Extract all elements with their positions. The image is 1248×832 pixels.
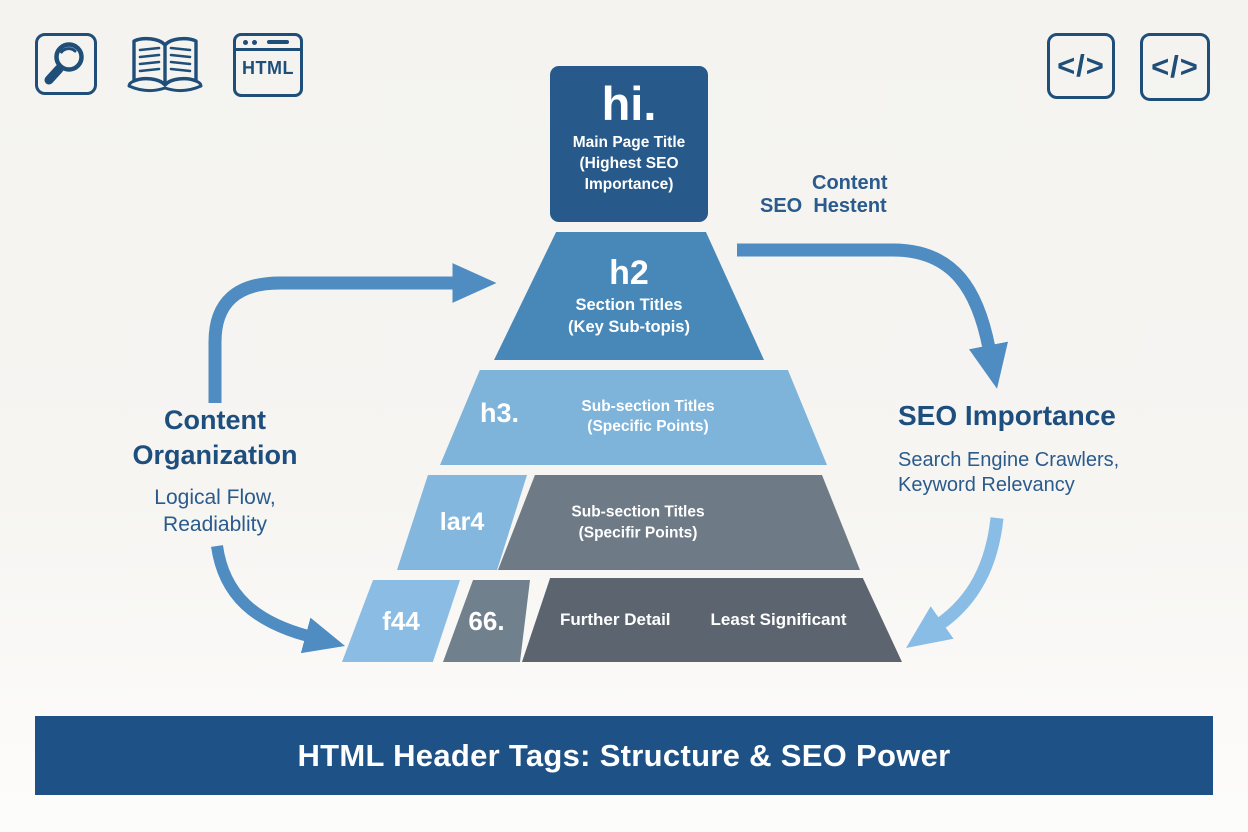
h4-description: Sub-section Titles (Specifir Points) [518, 501, 758, 544]
arrow-right-to-base [906, 517, 1004, 648]
annotation-title: SEO Importance [898, 400, 1116, 431]
pyramid-level-h5-tag-block-2: 66. [443, 580, 530, 662]
banner-title: HTML Header Tags: Structure & SEO Power [297, 737, 951, 773]
html-browser-icon: HTML [233, 33, 303, 97]
pyramid-level-h5-tag-block-1: f44 [342, 580, 460, 662]
annotation-line: Content [812, 172, 888, 194]
annotation-title: Content Organization [70, 403, 360, 472]
content-organization-annotation: Content Organization Logical Flow, Readi… [70, 403, 360, 539]
annotation-subtitle-line: Readiablity [163, 513, 267, 537]
pyramid-level-h1: hi. Main Page Title (Highest SEO Importa… [550, 66, 708, 222]
pyramid-level-h5-body: Further Detail Least Significant [522, 578, 902, 662]
code-icon: </> [1047, 33, 1115, 99]
h1-description-line: Main Page Title [572, 134, 686, 151]
seo-importance-annotation: SEO Importance Search Engine Crawlers, K… [898, 400, 1168, 498]
h1-description: Main Page Title (Highest SEO Importance) [573, 133, 686, 196]
book-icon [126, 33, 204, 97]
h4-description-line: Sub-section Titles [571, 502, 705, 520]
annotation-subtitle-line: Search Engine Crawlers, [898, 449, 1120, 471]
arrow-left-up [208, 263, 497, 403]
pyramid-level-h4-body: Sub-section Titles (Specifir Points) [498, 475, 860, 570]
code-glyph-label: </> [1057, 48, 1105, 83]
annotation-subtitle-line: Logical Flow, [154, 486, 276, 510]
html-label: HTML [242, 58, 294, 78]
h1-tag: hi. [601, 77, 657, 130]
h2-description-line: Section Titles [575, 296, 683, 315]
h2-description: Section Titles (Key Sub-topis) [568, 295, 690, 338]
browser-dot [252, 39, 257, 45]
h5-tag-2: 66. [468, 605, 505, 636]
content-seo-annotation: Content SEO Hestent [760, 172, 888, 218]
magnifier-glyph [44, 42, 84, 85]
h3-description-line: Sub-section Titles [581, 397, 715, 415]
arrow-right-down-from-h2 [737, 243, 1009, 389]
open-book-glyph [127, 36, 203, 93]
browser-titlebar [236, 36, 300, 51]
pyramid-level-h3: h3. Sub-section Titles (Specific Points) [440, 370, 827, 465]
browser-dot [243, 39, 248, 45]
arrow-left-down [211, 545, 346, 654]
annotation-subtitle: Search Engine Crawlers, Keyword Relevanc… [898, 448, 1168, 498]
h3-tag: h3. [480, 398, 520, 428]
annotation-subtitle-line: Keyword Relevancy [898, 474, 1075, 496]
h2-tag: h2 [609, 253, 649, 292]
h2-description-line: (Key Sub-topis) [568, 317, 690, 336]
pyramid-level-h2: h2 Section Titles (Key Sub-topis) [494, 232, 764, 360]
code-glyph-label: </> [1151, 49, 1199, 84]
h5-tag-1: f44 [382, 605, 420, 636]
browser-urlbar [267, 40, 289, 44]
h4-description-line: (Specifir Points) [578, 524, 698, 542]
h3-description-line: (Specific Points) [587, 418, 709, 436]
h4-tag: lar4 [439, 508, 485, 536]
annotation-subtitle: Logical Flow, Readiablity [70, 484, 360, 539]
annotation-title-line: Organization [132, 439, 298, 470]
title-banner: HTML Header Tags: Structure & SEO Power [35, 716, 1213, 795]
h5-text-least-significant: Least Significant [710, 610, 847, 629]
h3-description: Sub-section Titles (Specific Points) [528, 397, 768, 439]
h5-text-further-detail: Further Detail [560, 610, 671, 629]
annotation-title-line: Content [164, 405, 266, 435]
search-icon [35, 33, 97, 95]
code-icon: </> [1140, 33, 1210, 101]
h1-description-line: Importance) [584, 175, 674, 193]
annotation-line: SEO Hestent [760, 195, 887, 217]
h1-description-line: (Highest SEO [579, 154, 679, 172]
